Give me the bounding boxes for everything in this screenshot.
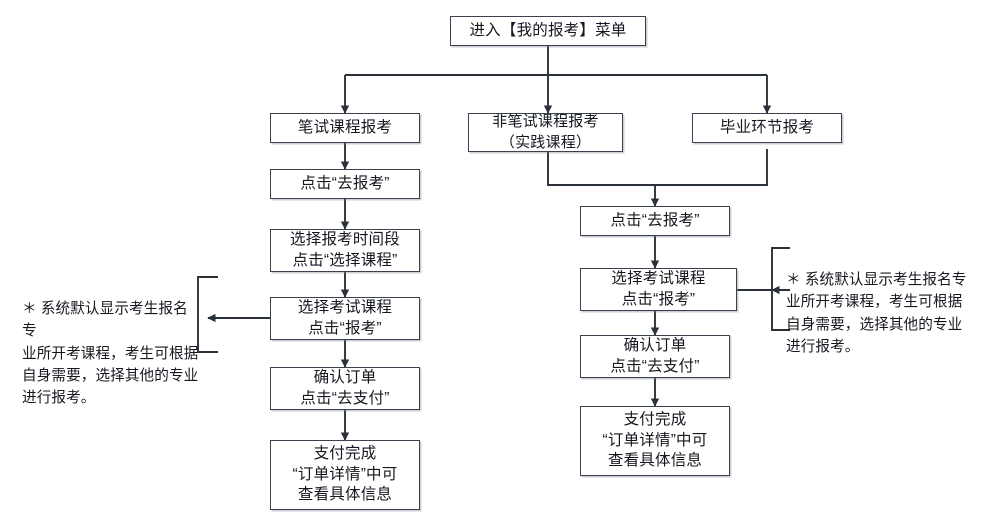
node-right-step-3-label: 确认订单 点击“去支付”: [610, 336, 700, 375]
note-right: ＊ 系统默认显示考生报名专 业所开考课程，考生可根据 自身需要，选择其他的专业 …: [786, 247, 976, 358]
node-left-step-1[interactable]: 点击“去报考”: [270, 169, 420, 199]
note-left-text: ＊ 系统默认显示考生报名专 业所开考课程，考生可根据 自身需要，选择其他的专业 …: [22, 301, 199, 406]
node-left-step-4[interactable]: 确认订单 点击“去支付”: [270, 367, 420, 410]
node-right-step-2[interactable]: 选择考试课程 点击“报考”: [580, 268, 737, 311]
note-left: ＊ 系统默认显示考生报名专 业所开考课程，考生可根据 自身需要，选择其他的专业 …: [22, 276, 202, 409]
node-right-step-4-label: 支付完成 “订单详情”中可 查看具体信息: [602, 410, 708, 470]
node-non-written-exam[interactable]: 非笔试课程报考 （实践课程）: [468, 113, 623, 152]
node-left-step-5[interactable]: 支付完成 “订单详情”中可 查看具体信息: [270, 440, 420, 510]
wire-merge-bus: [547, 149, 768, 186]
node-right-step-1[interactable]: 点击“去报考”: [580, 206, 730, 236]
node-left-step-4-label: 确认订单 点击“去支付”: [300, 368, 390, 407]
node-entry[interactable]: 进入【我的报考】菜单: [450, 16, 646, 46]
node-written-exam-label: 笔试课程报考: [297, 118, 393, 136]
node-non-written-exam-label: 非笔试课程报考 （实践课程）: [492, 113, 599, 151]
note-right-text: ＊ 系统默认显示考生报名专 业所开考课程，考生可根据 自身需要，选择其他的专业 …: [786, 272, 967, 355]
node-left-step-1-label: 点击“去报考”: [300, 174, 390, 192]
node-left-step-3-label: 选择考试课程 点击“报考”: [297, 298, 393, 337]
node-right-step-4[interactable]: 支付完成 “订单详情”中可 查看具体信息: [580, 406, 730, 476]
node-right-step-3[interactable]: 确认订单 点击“去支付”: [580, 335, 730, 378]
node-written-exam[interactable]: 笔试课程报考: [270, 113, 420, 143]
node-graduation[interactable]: 毕业环节报考: [692, 113, 842, 143]
node-right-step-1-label: 点击“去报考”: [610, 211, 700, 229]
node-right-step-2-label: 选择考试课程 点击“报考”: [611, 269, 706, 308]
node-entry-label: 进入【我的报考】菜单: [469, 21, 627, 39]
node-left-step-2[interactable]: 选择报考时间段 点击“选择课程”: [270, 229, 420, 272]
node-left-step-5-label: 支付完成 “订单详情”中可 查看具体信息: [292, 444, 398, 504]
node-graduation-label: 毕业环节报考: [719, 118, 815, 136]
node-left-step-3[interactable]: 选择考试课程 点击“报考”: [270, 297, 420, 340]
node-left-step-2-label: 选择报考时间段 点击“选择课程”: [290, 230, 400, 269]
